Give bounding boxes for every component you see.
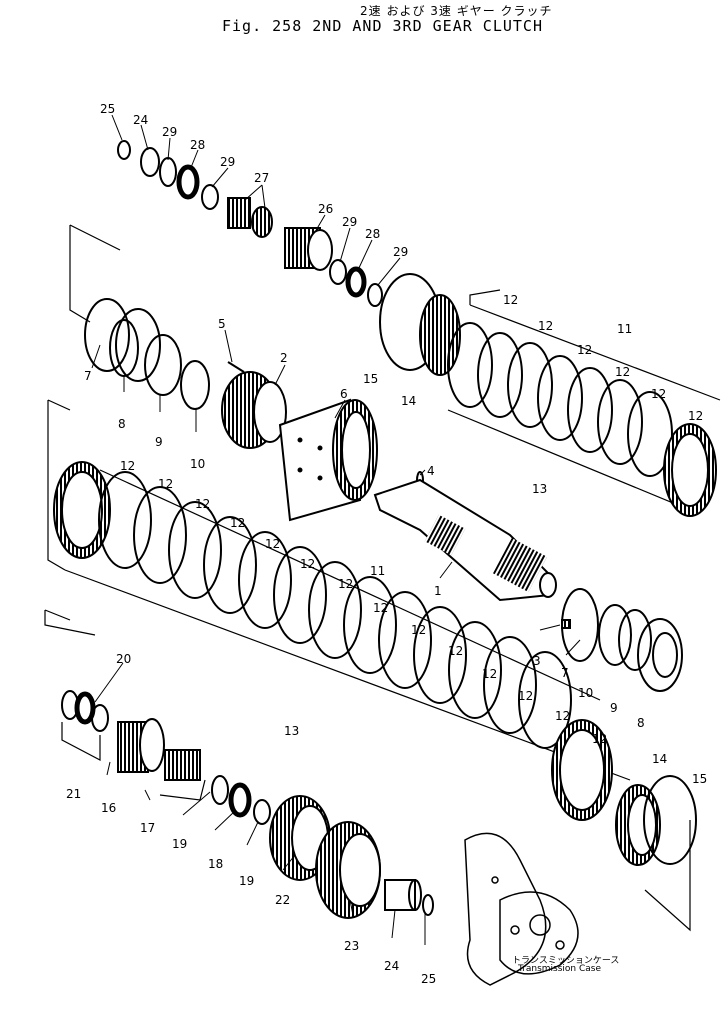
callout-12: 12 xyxy=(338,577,353,591)
callout-11: 11 xyxy=(617,322,632,336)
callout-12: 12 xyxy=(300,557,315,571)
callout-29: 29 xyxy=(393,245,408,259)
callout-19: 19 xyxy=(239,874,254,888)
callout-20: 20 xyxy=(116,652,131,666)
callout-8: 8 xyxy=(118,417,126,431)
callout-12: 12 xyxy=(518,689,533,703)
callout-13: 13 xyxy=(532,482,547,496)
callout-18: 18 xyxy=(208,857,223,871)
callout-25: 25 xyxy=(100,102,115,116)
callout-29: 29 xyxy=(162,125,177,139)
callout-labels: 25 24 29 28 29 27 26 29 28 29 5 2 6 4 7 … xyxy=(66,102,707,986)
callout-23: 23 xyxy=(344,939,359,953)
callout-4: 4 xyxy=(427,464,435,478)
callout-12: 12 xyxy=(688,409,703,423)
transmission-case-sketch xyxy=(464,832,579,986)
callout-7: 7 xyxy=(84,369,92,383)
callout-17: 17 xyxy=(140,821,155,835)
callout-3: 3 xyxy=(533,654,541,668)
callout-14: 14 xyxy=(652,752,667,766)
transmission-case-label-japanese: トランスミッションケース xyxy=(512,956,620,966)
callout-11: 11 xyxy=(370,564,385,578)
shaft-assembly xyxy=(373,471,571,629)
bottom-gears xyxy=(269,795,434,919)
callout-12: 12 xyxy=(411,623,426,637)
callout-13: 13 xyxy=(284,724,299,738)
callout-12: 12 xyxy=(373,601,388,615)
callout-12: 12 xyxy=(503,293,518,307)
callout-12: 12 xyxy=(265,537,280,551)
callout-26: 26 xyxy=(318,202,333,216)
callout-5: 5 xyxy=(218,317,226,331)
callout-21: 21 xyxy=(66,787,81,801)
callout-27: 27 xyxy=(254,171,269,185)
figure-title-japanese: 2速 および 3速 ギヤー クラッチ xyxy=(360,4,553,18)
callout-12: 12 xyxy=(448,644,463,658)
figure-title: Fig. 258 2ND AND 3RD GEAR CLUTCH xyxy=(222,17,543,35)
right-gear-and-ring xyxy=(615,775,697,932)
callout-7: 7 xyxy=(561,666,569,680)
upper-clutch-pack xyxy=(379,273,721,517)
callout-28: 28 xyxy=(190,138,205,152)
callout-12: 12 xyxy=(482,667,497,681)
right-piston-parts xyxy=(561,588,683,692)
callout-6: 6 xyxy=(340,387,348,401)
callout-12: 12 xyxy=(592,732,607,746)
callout-24: 24 xyxy=(384,959,399,973)
callout-12: 12 xyxy=(120,459,135,473)
callout-25: 25 xyxy=(421,972,436,986)
callout-12: 12 xyxy=(158,477,173,491)
callout-12: 12 xyxy=(615,365,630,379)
callout-10: 10 xyxy=(190,457,205,471)
callout-29: 29 xyxy=(220,155,235,169)
callout-12: 12 xyxy=(555,709,570,723)
callout-12: 12 xyxy=(651,387,666,401)
transmission-case-label: Transmission Case xyxy=(518,964,602,974)
callout-24: 24 xyxy=(133,113,148,127)
callout-22: 22 xyxy=(275,893,290,907)
callout-14: 14 xyxy=(401,394,416,408)
callout-12: 12 xyxy=(230,516,245,530)
callout-15: 15 xyxy=(363,372,378,386)
callout-19: 19 xyxy=(172,837,187,851)
callout-1: 1 xyxy=(434,584,442,598)
callout-12: 12 xyxy=(195,497,210,511)
callout-15: 15 xyxy=(692,772,707,786)
callout-10: 10 xyxy=(578,686,593,700)
callout-28: 28 xyxy=(365,227,380,241)
callout-9: 9 xyxy=(155,435,163,449)
middle-clutch-stack xyxy=(47,399,631,821)
leader-lines xyxy=(91,114,581,945)
gear-and-drum xyxy=(221,361,378,522)
callout-8: 8 xyxy=(637,716,645,730)
callout-2: 2 xyxy=(280,351,288,365)
callout-9: 9 xyxy=(610,701,618,715)
callout-12: 12 xyxy=(577,343,592,357)
left-upper-bracket xyxy=(69,224,210,410)
bottom-left-parts xyxy=(44,609,271,825)
callout-29: 29 xyxy=(342,215,357,229)
callout-16: 16 xyxy=(101,801,116,815)
top-small-parts xyxy=(117,140,383,307)
callout-12: 12 xyxy=(538,319,553,333)
